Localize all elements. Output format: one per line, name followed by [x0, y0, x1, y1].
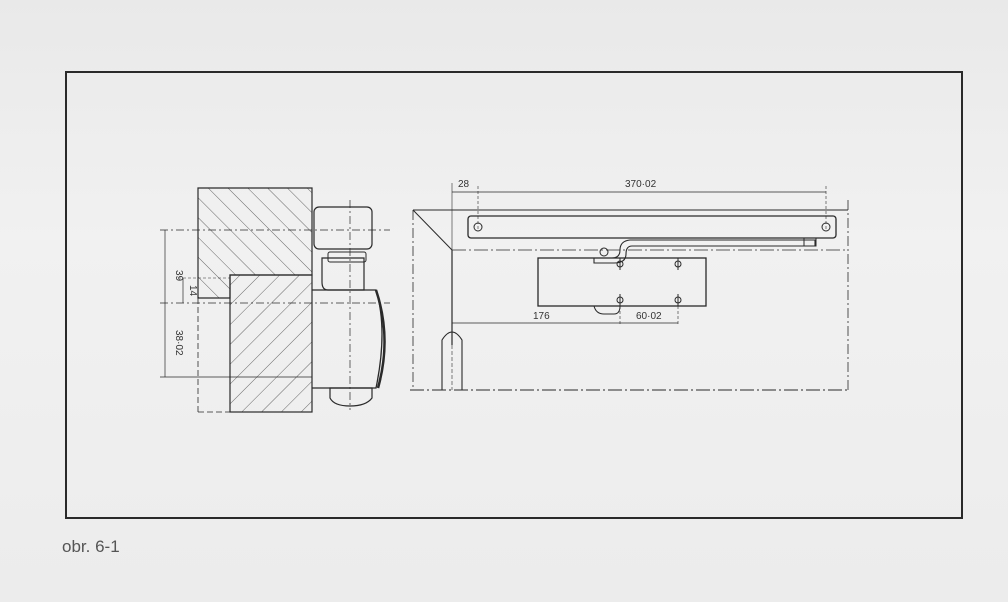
dim-label-39: 39 [173, 270, 184, 282]
dim-label-38: 38·02 [173, 330, 184, 356]
closer-body-front [537, 257, 707, 307]
door-section-hatched [229, 274, 313, 413]
dim-label-60: 60·02 [636, 311, 662, 322]
dim-label-28: 28 [458, 179, 470, 190]
arm-roller [313, 206, 373, 250]
closer-arm [593, 239, 816, 264]
figure-caption: obr. 6-1 [62, 537, 120, 556]
dim-label-370: 370·02 [625, 179, 657, 190]
dim-label-176: 176 [533, 311, 550, 322]
front-view [410, 183, 849, 391]
dim-label-14: 14 [187, 285, 198, 297]
door-stop [441, 331, 463, 390]
closer-body [312, 289, 383, 389]
guide-rail [467, 215, 837, 239]
figure-frame [65, 71, 963, 519]
body-screw-holes [616, 258, 682, 306]
side-section-view [160, 187, 390, 413]
